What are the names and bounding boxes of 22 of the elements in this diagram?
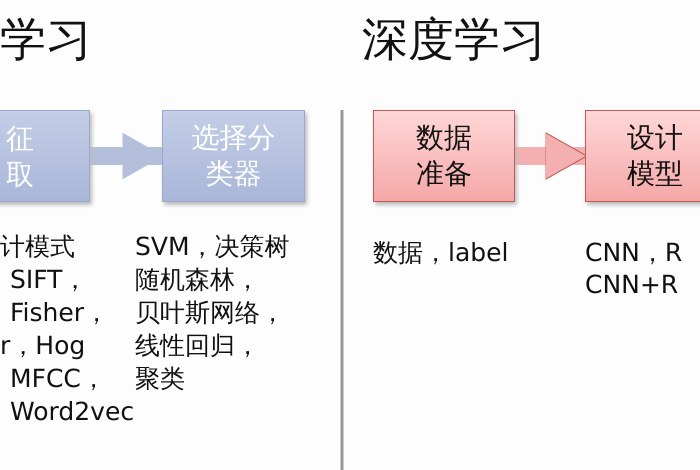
list-text: 随机森林， <box>135 265 260 295</box>
block-arrow <box>90 132 164 180</box>
process-box: 选择分类器 <box>162 110 305 202</box>
process-box: 设计模型 <box>585 110 700 202</box>
list-text: 线性回归， <box>135 331 260 361</box>
heading: 深度学习 <box>362 12 546 66</box>
list-text: Fisher， <box>10 298 110 328</box>
list-text: 聚类 <box>135 364 185 394</box>
list-text: r，Hog <box>0 331 86 361</box>
list-text: CNN，R <box>585 238 682 268</box>
list-text: SIFT， <box>10 265 88 295</box>
process-box: 征取 <box>0 110 90 202</box>
list-text: SVM，决策树 <box>135 232 290 262</box>
list-text: 计模式 <box>0 232 75 262</box>
list-text: CNN+R <box>585 270 678 300</box>
block-arrow <box>515 132 588 180</box>
heading: 学习 <box>0 12 92 66</box>
process-box: 数据准备 <box>373 110 515 202</box>
list-text: MFCC， <box>10 364 106 394</box>
list-text: Word2vec <box>10 397 134 427</box>
list-text: 贝叶斯网络， <box>135 298 285 328</box>
list-text: 数据，label <box>373 238 508 268</box>
